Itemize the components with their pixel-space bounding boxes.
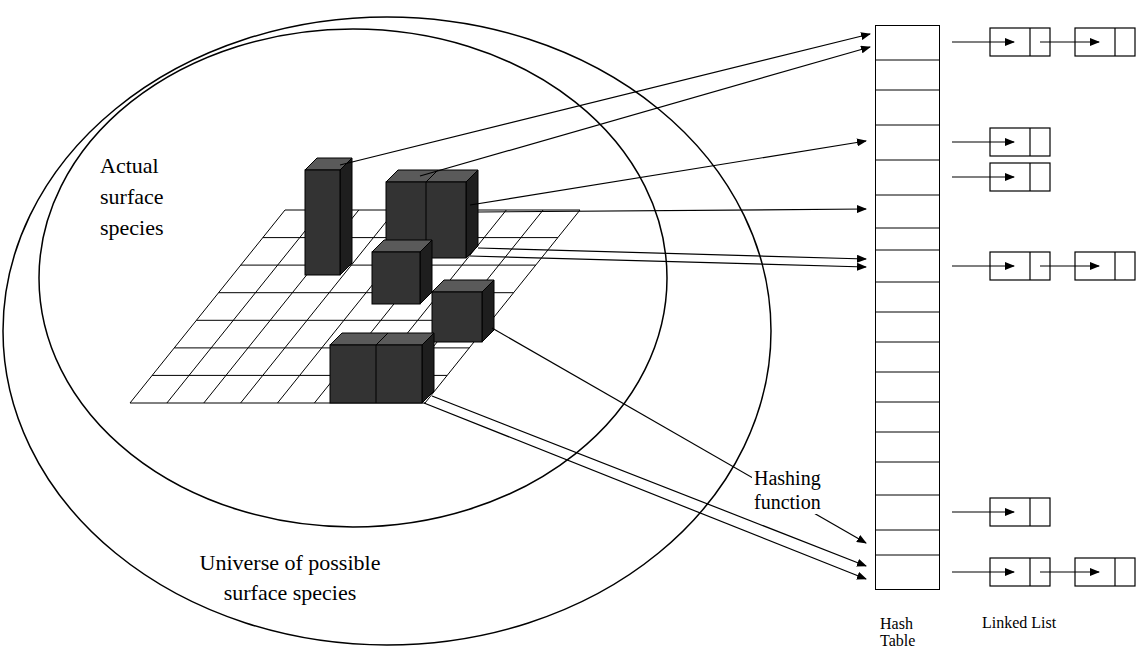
list-pointers <box>952 42 1099 572</box>
linked-list-label: Linked List <box>982 614 1102 632</box>
actual-species-ellipse: Actual surface species <box>38 28 668 528</box>
surface-grid <box>130 210 580 403</box>
ellipse-outline <box>2 16 772 646</box>
ellipse-outline <box>38 28 668 528</box>
hashing-arrows <box>340 34 870 579</box>
hash-table-slots <box>875 60 940 555</box>
hash-table: Hash Table <box>875 25 940 590</box>
hashing-label: Hashing function <box>752 466 856 514</box>
surface-species-blocks <box>305 158 494 403</box>
node-text: Universe of possible surface species <box>175 548 405 608</box>
universe-ellipse: Universe of possible surface species Actu… <box>2 16 772 646</box>
node-text: Actual surface species <box>100 150 190 243</box>
linked-lists <box>990 28 1135 586</box>
node-text: Hash Table <box>880 615 944 649</box>
